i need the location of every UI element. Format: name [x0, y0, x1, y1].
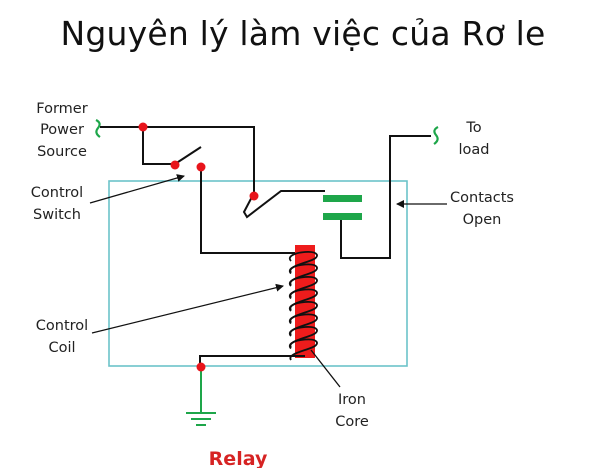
svg-text:Coil: Coil — [48, 340, 75, 356]
contact-upper — [323, 195, 362, 202]
label-control-coil: Control Coil — [36, 318, 88, 356]
iron-core-pointer — [310, 349, 341, 388]
node-power-junction — [138, 122, 148, 132]
control-switch-pointer — [89, 174, 185, 204]
svg-text:Core: Core — [335, 414, 369, 430]
label-iron-core: Iron Core — [335, 392, 369, 430]
label-contacts-open: Contacts Open — [450, 190, 514, 228]
svg-text:Iron: Iron — [338, 392, 366, 408]
svg-text:Open: Open — [463, 212, 502, 228]
svg-text:Source: Source — [37, 144, 87, 160]
svg-text:load: load — [459, 142, 490, 158]
armature — [242, 190, 325, 219]
coil-feed-wire — [200, 167, 298, 254]
node-armature-pivot — [249, 191, 259, 201]
control-switch-arm — [174, 146, 202, 165]
power-wire — [100, 126, 255, 193]
svg-text:To: To — [465, 120, 481, 136]
relay-caption: Relay — [209, 448, 268, 468]
svg-text:Contacts: Contacts — [450, 190, 514, 206]
power-source-icon — [95, 119, 101, 138]
label-control-switch: Control Switch — [31, 185, 83, 223]
label-to-load: To load — [459, 120, 490, 158]
ground-icon — [186, 412, 216, 426]
svg-text:Control: Control — [36, 318, 88, 334]
coil-turn — [288, 338, 318, 361]
svg-text:Former: Former — [36, 101, 87, 117]
svg-text:Switch: Switch — [33, 207, 81, 223]
node-switch-contact — [196, 162, 206, 172]
node-ground — [196, 362, 206, 372]
control-branch-wire — [142, 127, 175, 165]
contact-lower — [323, 213, 362, 220]
coil-windings — [288, 251, 318, 361]
control-coil-pointer — [91, 283, 284, 334]
load-wire — [340, 135, 431, 259]
load-symbol-icon — [433, 126, 439, 145]
svg-text:Control: Control — [31, 185, 83, 201]
label-former-power-source: Former Power Source — [36, 101, 87, 160]
node-switch-pivot — [170, 160, 180, 170]
svg-text:Power: Power — [40, 122, 84, 138]
page-title: Nguyên lý làm việc của Rơ le — [60, 14, 546, 53]
relay-housing — [108, 180, 408, 367]
